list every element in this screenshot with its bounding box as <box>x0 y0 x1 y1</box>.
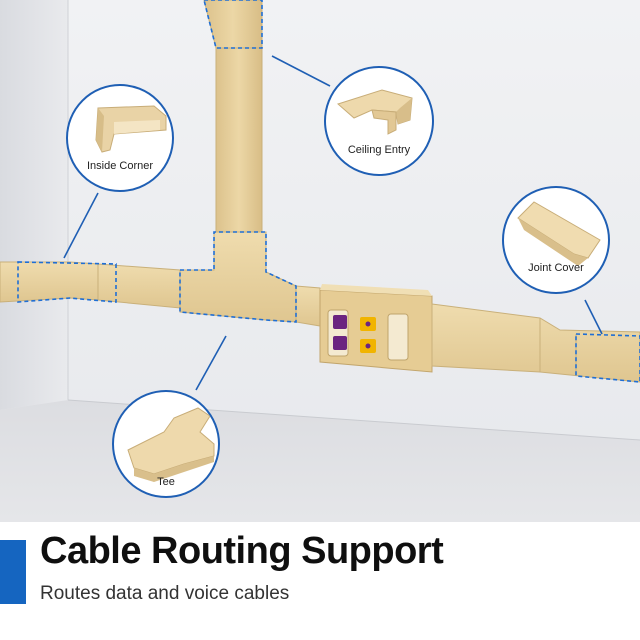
callout-joint-cover: Joint Cover <box>502 186 610 294</box>
inside-corner-icon <box>95 105 167 153</box>
callout-label-joint-cover: Joint Cover <box>528 262 584 274</box>
callout-label-tee: Tee <box>157 476 175 488</box>
subheadline: Routes data and voice cables <box>40 583 290 604</box>
tee-icon <box>127 407 215 482</box>
caption-panel <box>0 522 640 640</box>
callout-tee: Tee <box>112 390 220 498</box>
callout-inside-corner: Inside Corner <box>66 84 174 192</box>
joint-cover-icon <box>517 201 601 266</box>
callout-label-ceiling-entry: Ceiling Entry <box>347 144 411 156</box>
headline: Cable Routing Support <box>40 530 444 572</box>
ceiling-entry-icon <box>337 89 413 135</box>
callout-ceiling-entry: Ceiling Entry <box>324 66 434 176</box>
callout-label-inside-corner: Inside Corner <box>86 160 154 172</box>
accent-bar <box>0 540 26 604</box>
